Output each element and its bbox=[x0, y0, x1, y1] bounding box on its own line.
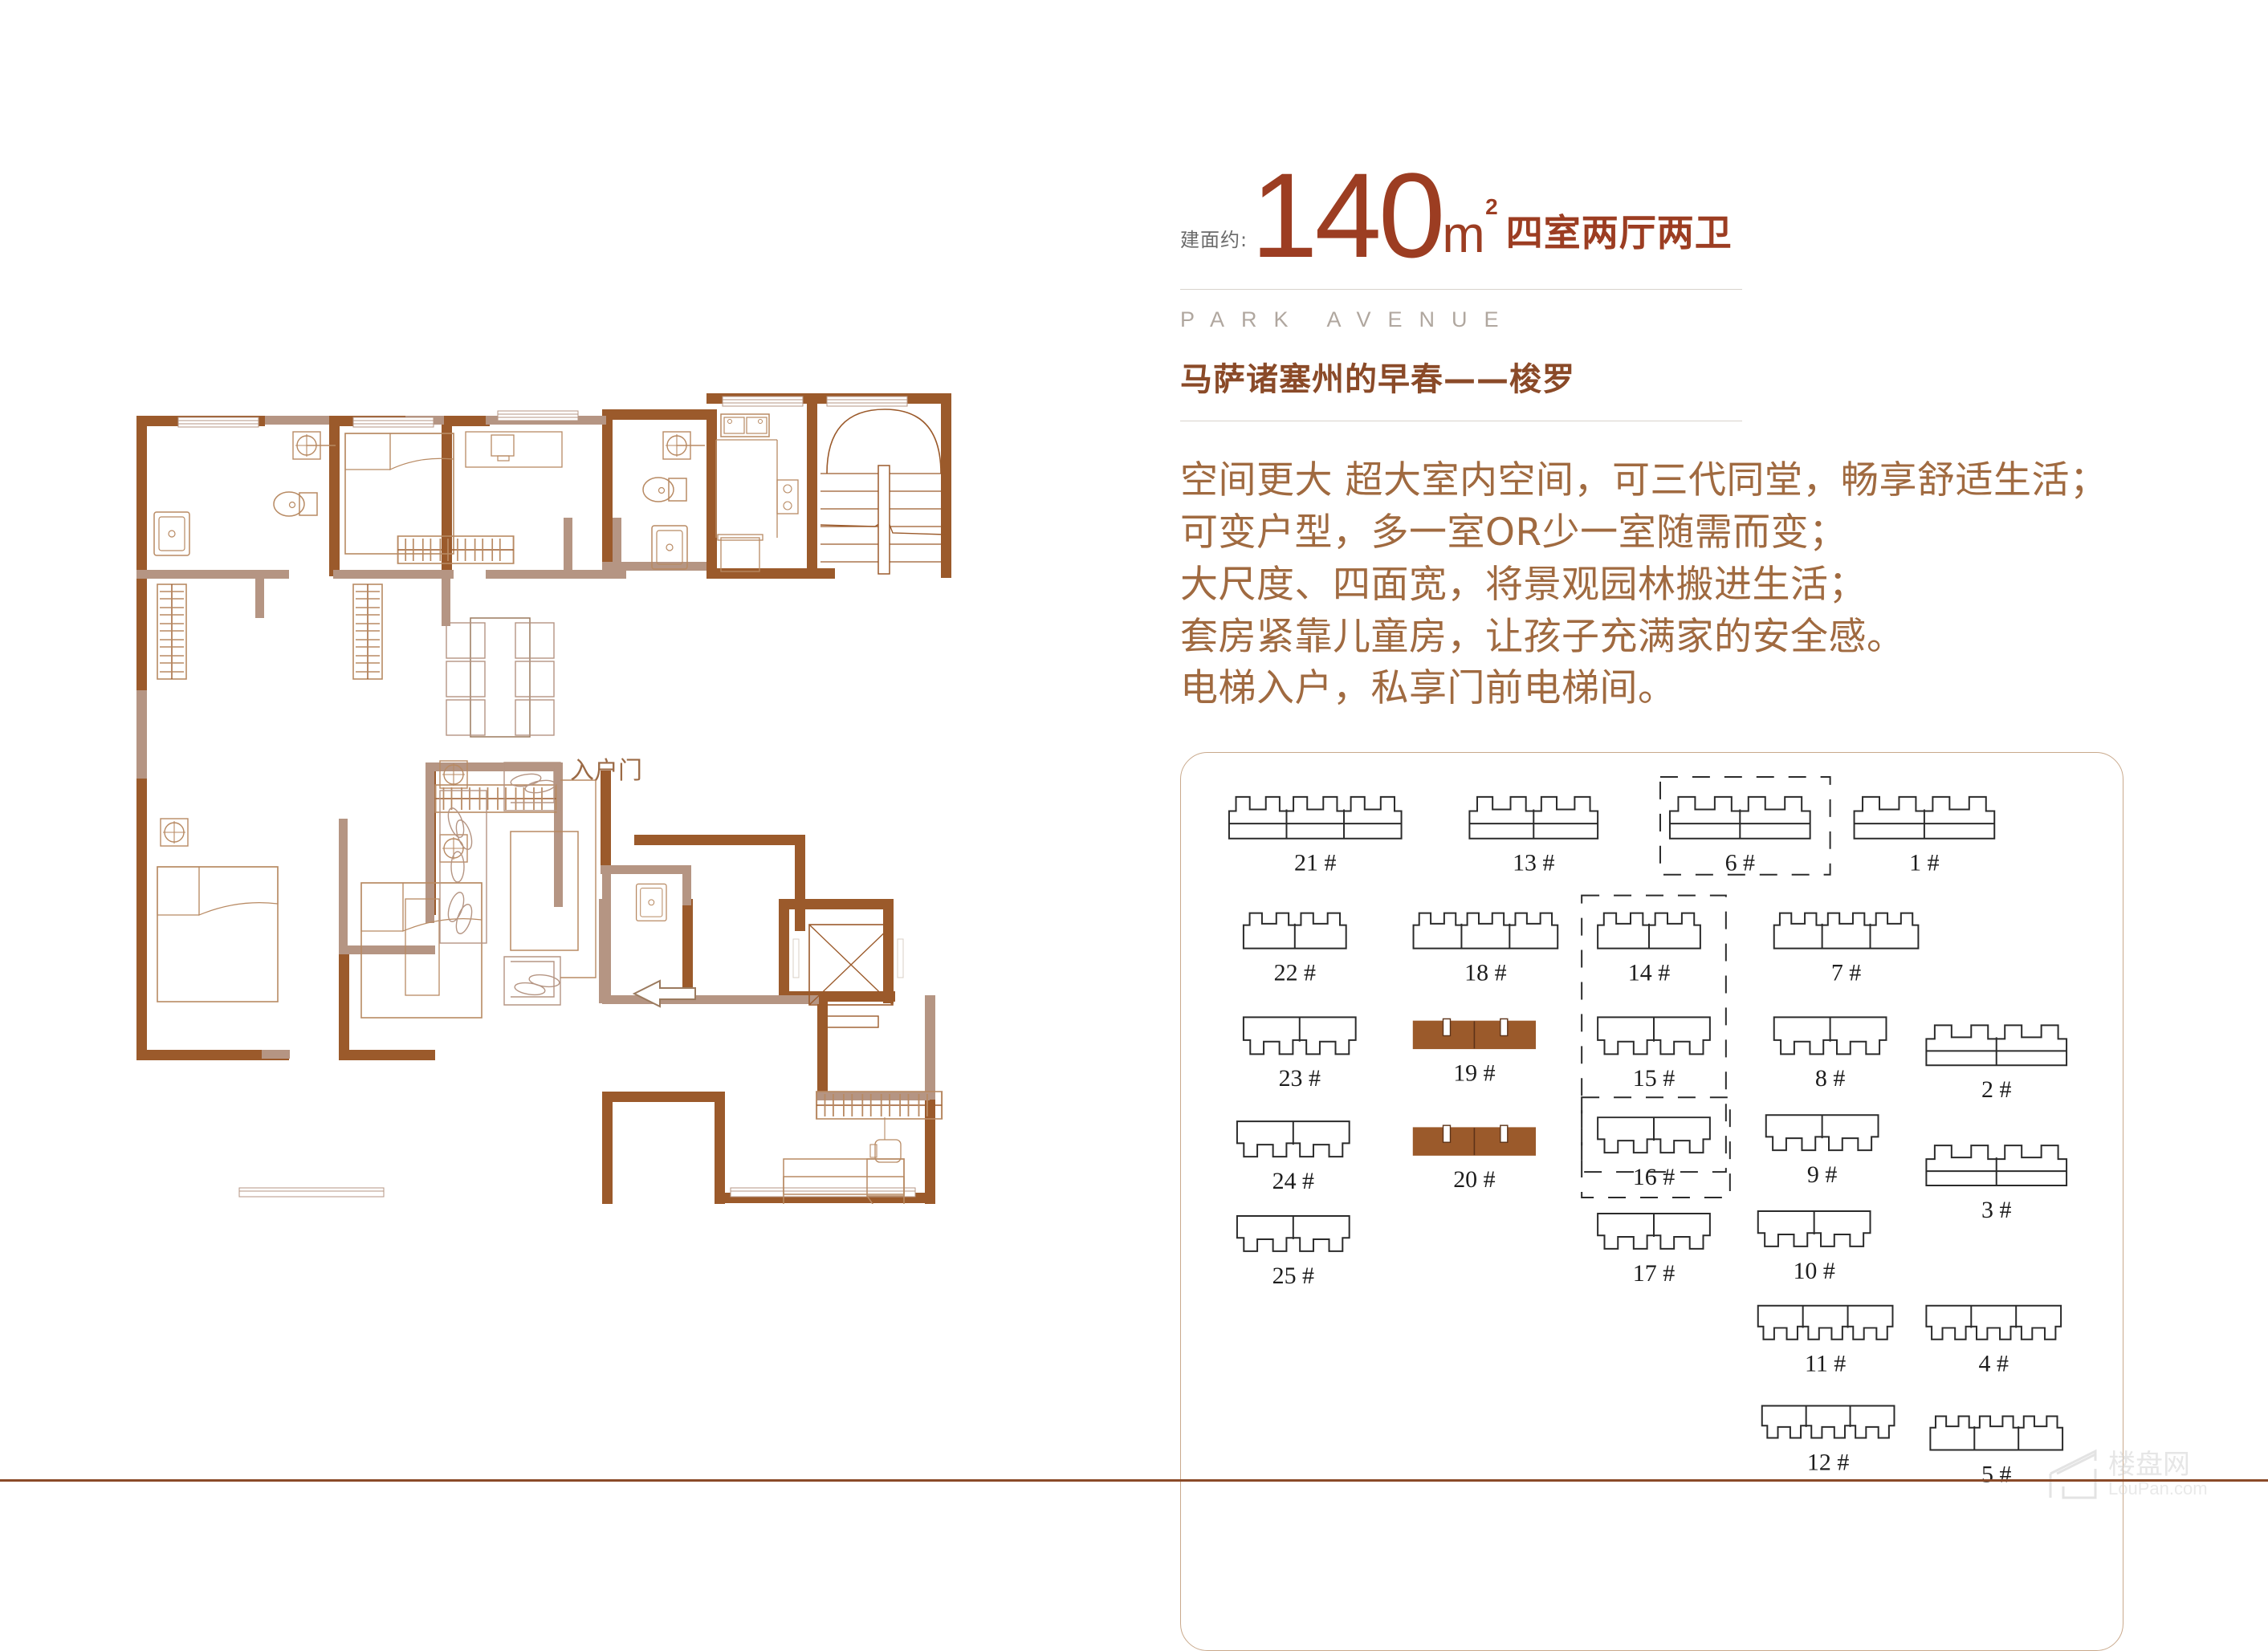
siteplan-building-label: 23 # bbox=[1279, 1066, 1321, 1092]
area-prefix-label: 建面约: bbox=[1180, 229, 1248, 251]
siteplan-building[interactable]: 2 # bbox=[1925, 1024, 2068, 1104]
siteplan-building-label: 13 # bbox=[1513, 850, 1554, 876]
siteplan-boundary bbox=[1581, 894, 1727, 1173]
siteplan-boundary bbox=[1659, 776, 1831, 876]
siteplan-building-label: 1 # bbox=[1909, 850, 1939, 876]
area-number: 140 bbox=[1251, 148, 1445, 283]
siteplan-svg: 21 # 13 # 6 # 1 # 22 # 18 # 14 # 7 # 23 # 19 # 15 … bbox=[1228, 776, 2068, 1488]
siteplan-building-label: 6 # bbox=[1725, 850, 1755, 876]
siteplan-building-label: 8 # bbox=[1815, 1066, 1845, 1092]
living-room bbox=[439, 760, 597, 1006]
siteplan-building[interactable]: 8 # bbox=[1773, 1016, 1887, 1092]
bathroom-lower bbox=[635, 883, 667, 921]
watermark: 楼盘网 LouPan.com bbox=[2039, 1437, 2264, 1501]
siteplan-building-label: 25 # bbox=[1272, 1263, 1314, 1289]
siteplan-building[interactable]: 14 # bbox=[1597, 912, 1701, 986]
siteplan-building[interactable]: 24 # bbox=[1236, 1120, 1350, 1194]
siteplan-building-label: 21 # bbox=[1294, 850, 1336, 876]
floorplan-drawing: 入户门 bbox=[120, 385, 1076, 1204]
bedroom-top bbox=[344, 431, 563, 564]
bathroom-master bbox=[153, 431, 336, 556]
siteplan-building[interactable]: 19 # bbox=[1412, 1019, 1537, 1087]
elevator bbox=[792, 924, 904, 1028]
description-line: 套房紧靠儿童房，让孩子充满家的安全感。 bbox=[1180, 614, 1905, 659]
siteplan-building-label: 7 # bbox=[1831, 960, 1861, 986]
area-unit-wrap: m 2 bbox=[1442, 194, 1497, 265]
siteplan-building[interactable]: 22 # bbox=[1242, 912, 1347, 986]
siteplan-building-label: 20 # bbox=[1453, 1166, 1495, 1193]
siteplan-building-label: 9 # bbox=[1807, 1161, 1837, 1188]
siteplan-building-label: 5 # bbox=[1981, 1462, 2011, 1488]
kitchen bbox=[715, 413, 799, 572]
dining-table bbox=[446, 617, 555, 738]
siteplan-building-label: 3 # bbox=[1981, 1197, 2011, 1223]
siteplan-building[interactable]: 6 # bbox=[1668, 796, 1811, 876]
siteplan-building[interactable]: 4 # bbox=[1925, 1305, 2062, 1377]
siteplan-building[interactable]: 20 # bbox=[1412, 1124, 1537, 1193]
siteplan-building-label: 14 # bbox=[1628, 960, 1670, 986]
siteplan-building[interactable]: 11 # bbox=[1757, 1305, 1894, 1377]
siteplan-building[interactable]: 13 # bbox=[1468, 796, 1599, 876]
bathroom-second bbox=[642, 431, 705, 570]
room-spec-label: 四室两厅两卫 bbox=[1505, 211, 1733, 254]
siteplan-building[interactable]: 23 # bbox=[1242, 1016, 1357, 1092]
siteplan-building[interactable]: 7 # bbox=[1773, 912, 1920, 986]
siteplan-building-label: 11 # bbox=[1805, 1351, 1846, 1377]
wardrobe-icon bbox=[352, 584, 383, 680]
wardrobe-icon bbox=[157, 584, 187, 680]
description-line: 可变户型，多一室OR少一室随需而变； bbox=[1180, 510, 1847, 555]
windows bbox=[177, 396, 916, 1198]
siteplan-building-label: 12 # bbox=[1807, 1450, 1849, 1476]
subtitle: 马萨诸塞州的早春——梭罗 bbox=[1180, 361, 1575, 398]
area-unit-superscript: 2 bbox=[1485, 194, 1498, 219]
siteplan-building-label: 19 # bbox=[1453, 1060, 1495, 1087]
brand-name: PARK AVENUE bbox=[1180, 307, 1516, 331]
siteplan-card: 21 # 13 # 6 # 1 # 22 # 18 # 14 # 7 # 23 # 19 # 15 … bbox=[1180, 752, 2123, 1651]
siteplan-building-label: 24 # bbox=[1272, 1168, 1314, 1194]
siteplan-building[interactable]: 21 # bbox=[1228, 796, 1403, 876]
siteplan-building[interactable]: 18 # bbox=[1412, 912, 1559, 986]
siteplan-building[interactable]: 16 # bbox=[1597, 1116, 1711, 1190]
bedroom-lower-right bbox=[783, 1090, 943, 1204]
description-line: 电梯入户，私享门前电梯间。 bbox=[1180, 666, 1676, 711]
siteplan-building[interactable]: 10 # bbox=[1757, 1210, 1871, 1284]
house-icon bbox=[2049, 1449, 2097, 1499]
divider-top bbox=[1180, 289, 1742, 290]
siteplan-building[interactable]: 12 # bbox=[1761, 1405, 1895, 1476]
headline-row: 建面约: 140 m 2 四室两厅两卫 bbox=[1180, 144, 2168, 283]
entry-door-label: 入户门 bbox=[570, 757, 642, 785]
siteplan-building-label: 4 # bbox=[1979, 1351, 2009, 1377]
siteplan-boundary bbox=[1581, 1096, 1731, 1199]
stairwell bbox=[820, 409, 947, 575]
siteplan-building[interactable]: 1 # bbox=[1853, 796, 1996, 876]
description-line: 空间更大 超大室内空间，可三代同堂，畅享舒适生活； bbox=[1180, 458, 2108, 502]
bottom-rule bbox=[0, 1479, 2268, 1482]
siteplan-building[interactable]: 3 # bbox=[1925, 1145, 2068, 1223]
siteplan-building-label: 15 # bbox=[1633, 1066, 1675, 1092]
watermark-en: LouPan.com bbox=[2108, 1478, 2208, 1499]
description-line: 大尺度、四面宽，将景观园林搬进生活； bbox=[1180, 562, 1867, 607]
siteplan-building-label: 17 # bbox=[1633, 1260, 1675, 1287]
walls bbox=[136, 393, 951, 1204]
siteplan-building[interactable]: 9 # bbox=[1765, 1114, 1879, 1188]
info-column: 建面约: 140 m 2 四室两厅两卫 PARK AVENUE 马萨诸塞州的早春… bbox=[1180, 144, 2168, 1651]
entry-door-marker bbox=[632, 979, 696, 1008]
siteplan-building[interactable]: 25 # bbox=[1236, 1215, 1350, 1289]
description-block: 空间更大 超大室内空间，可三代同堂，畅享舒适生活； 可变户型，多一室OR少一室随… bbox=[1180, 455, 2168, 715]
siteplan-building[interactable]: 5 # bbox=[1929, 1415, 2064, 1488]
area-unit: m bbox=[1442, 205, 1485, 263]
watermark-cn: 楼盘网 bbox=[2108, 1449, 2190, 1481]
bedroom-second-left bbox=[360, 784, 557, 1019]
siteplan-building-label: 10 # bbox=[1793, 1258, 1834, 1284]
siteplan-building-label: 16 # bbox=[1633, 1164, 1675, 1190]
siteplan-building-label: 22 # bbox=[1274, 960, 1316, 986]
siteplan-building-label: 18 # bbox=[1464, 960, 1506, 986]
bedroom-left-master bbox=[157, 818, 279, 1002]
siteplan-building[interactable]: 15 # bbox=[1597, 1016, 1711, 1092]
siteplan-building-label: 2 # bbox=[1981, 1077, 2011, 1104]
floorplan-page: 入户门 建面约: 140 m 2 四室两厅两卫 PARK AVENUE 马萨诸塞… bbox=[0, 155, 2268, 1651]
siteplan-building[interactable]: 17 # bbox=[1597, 1213, 1711, 1287]
